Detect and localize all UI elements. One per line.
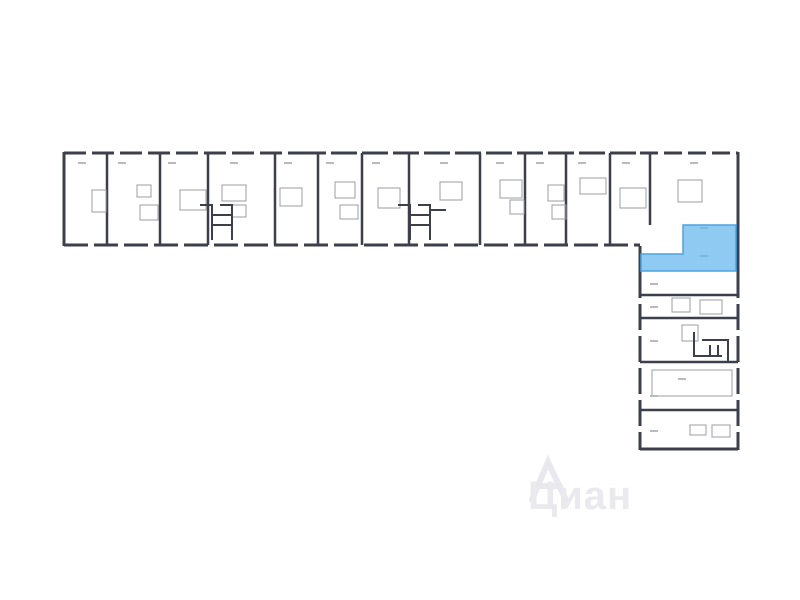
vertical-interior-details bbox=[651, 297, 733, 438]
wing-interior-details bbox=[91, 177, 703, 221]
vertical-area-markers bbox=[650, 283, 686, 432]
watermark-text: Циан bbox=[528, 474, 633, 518]
vertical-partitions bbox=[640, 293, 738, 412]
horizontal-wing bbox=[62, 151, 740, 272]
cian-house-logo-icon bbox=[529, 454, 569, 503]
wing-outer-walls bbox=[62, 151, 740, 272]
wing-staircases bbox=[200, 204, 446, 240]
vertical-staircase bbox=[693, 332, 729, 362]
highlighted-apartment[interactable] bbox=[640, 224, 737, 272]
vertical-wing bbox=[638, 272, 740, 451]
wing-area-markers bbox=[78, 162, 698, 164]
wing-partitions bbox=[105, 153, 652, 245]
